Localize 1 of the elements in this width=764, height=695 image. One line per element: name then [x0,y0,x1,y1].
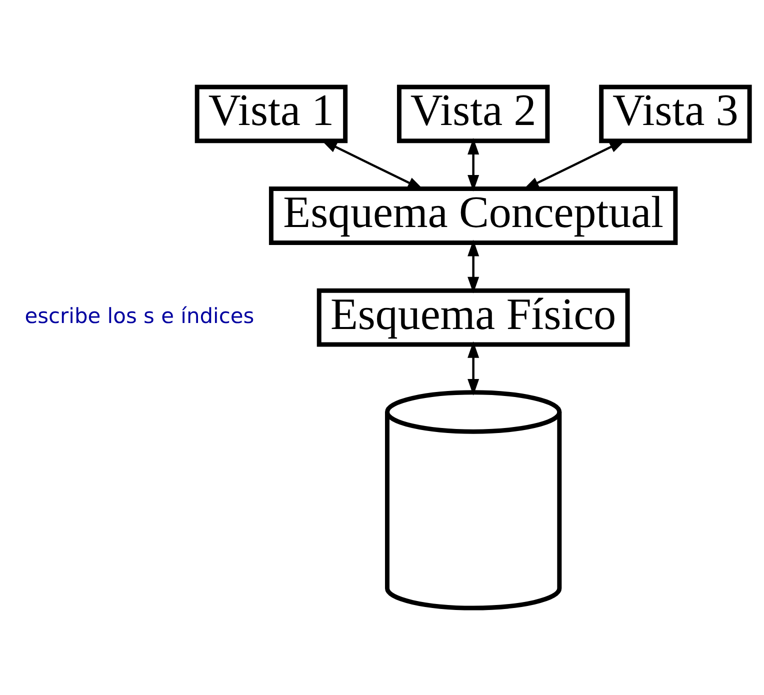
label: escribe los s e índices [24,304,254,328]
